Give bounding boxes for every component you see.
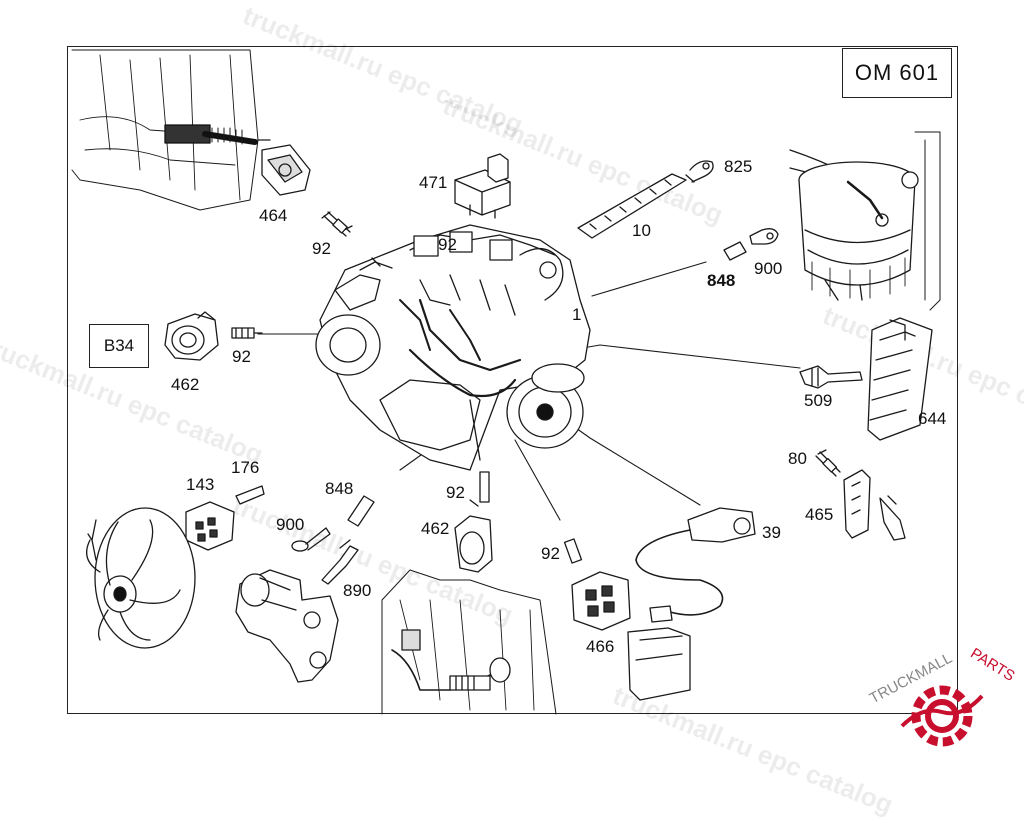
engine-bay-inset-top-left (71, 49, 271, 211)
part-label-143[interactable]: 143 (186, 475, 215, 494)
part-label-900[interactable]: 900 (754, 259, 783, 278)
svg-text:TRUCKMALL: TRUCKMALL (867, 650, 955, 708)
part-label-92[interactable]: 92 (312, 239, 331, 258)
part-label-92[interactable]: 92 (438, 235, 457, 254)
part-label-92[interactable]: 92 (541, 544, 560, 563)
part-label-80[interactable]: 80 (788, 449, 807, 468)
part-80-pin (815, 449, 841, 477)
part-label-900[interactable]: 900 (276, 515, 305, 534)
part-label-825[interactable]: 825 (724, 157, 753, 176)
part-label-848[interactable]: 848 (707, 271, 736, 290)
part-92-terminal-left (231, 327, 263, 339)
part-462-sensor-left (164, 311, 219, 361)
part-143-connector (185, 501, 235, 551)
part-label-92[interactable]: 92 (446, 483, 465, 502)
b34-label-box: B34 (89, 324, 149, 368)
part-92-terminal-center (479, 471, 490, 503)
part-label-92[interactable]: 92 (232, 347, 251, 366)
exhaust-sensor-inset (381, 569, 557, 715)
part-39-sensor-cable (627, 507, 756, 701)
part-462-sensor-bottom (454, 499, 493, 573)
cooling-fan (86, 507, 196, 649)
part-825-clip (685, 160, 714, 183)
part-label-464[interactable]: 464 (259, 206, 288, 225)
part-label-10[interactable]: 10 (632, 221, 651, 240)
part-label-890[interactable]: 890 (343, 581, 372, 600)
part-label-471[interactable]: 471 (419, 173, 448, 192)
part-900-lug-left (291, 527, 331, 552)
parts-illustration (71, 49, 941, 715)
part-464-sensor (261, 144, 311, 196)
starter-motor (235, 569, 339, 683)
part-label-509[interactable]: 509 (804, 391, 833, 410)
part-label-176[interactable]: 176 (231, 458, 260, 477)
engine-model-label: OM 601 (842, 48, 952, 98)
part-label-465[interactable]: 465 (805, 505, 834, 524)
fuel-filter-inset (789, 131, 941, 311)
part-848-sleeve (723, 241, 747, 261)
engine-assembly (315, 224, 591, 471)
part-92-terminal-top (321, 211, 353, 237)
part-471-relay (454, 153, 511, 219)
part-label-644[interactable]: 644 (918, 409, 947, 428)
part-900-cable-lug (749, 228, 779, 245)
part-label-848[interactable]: 848 (325, 479, 354, 498)
part-176-terminal (235, 485, 265, 505)
part-label-462[interactable]: 462 (421, 519, 450, 538)
part-label-39[interactable]: 39 (762, 523, 781, 542)
part-848-sleeve-left (347, 495, 375, 527)
part-466-connector-block (571, 571, 631, 631)
part-92-terminal-bottom (563, 538, 583, 564)
part-644-module (867, 317, 933, 441)
part-509-connector (799, 365, 863, 389)
part-890-clip (321, 539, 359, 585)
part-465-bracket (843, 469, 906, 541)
part-label-462[interactable]: 462 (171, 375, 200, 394)
svg-text:PARTS: PARTS (967, 646, 1017, 685)
truckmallparts-logo: TRUCKMALL PARTS (867, 646, 1018, 747)
part-10-cover-strip (577, 173, 687, 239)
diagram-frame (67, 46, 958, 714)
part-label-466[interactable]: 466 (586, 637, 615, 656)
part-label-1[interactable]: 1 (572, 305, 582, 324)
